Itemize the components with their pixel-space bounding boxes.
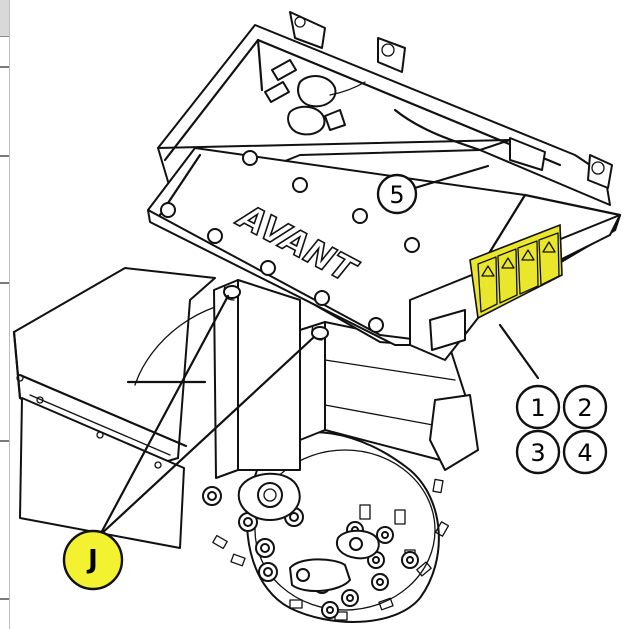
svg-text:2: 2 [577, 394, 592, 422]
callout-4: 4 [562, 429, 608, 475]
svg-text:3: 3 [530, 439, 545, 467]
front-beam [147, 147, 622, 361]
hook-marker: J [62, 529, 124, 591]
warning-decal [469, 223, 563, 320]
svg-text:4: 4 [577, 439, 592, 467]
svg-text:5: 5 [389, 181, 404, 209]
page-left-margin [0, 0, 10, 629]
callout-3: 3 [515, 429, 561, 475]
frame-plates [213, 279, 479, 479]
callout-1: 1 [515, 384, 561, 430]
hook-marker-label: J [86, 545, 98, 575]
callout-2: 2 [562, 384, 608, 430]
leader-lines [98, 164, 540, 537]
callout-5: 5 [376, 173, 418, 215]
svg-text:1: 1 [530, 394, 545, 422]
cutting-wheel [126, 299, 450, 623]
